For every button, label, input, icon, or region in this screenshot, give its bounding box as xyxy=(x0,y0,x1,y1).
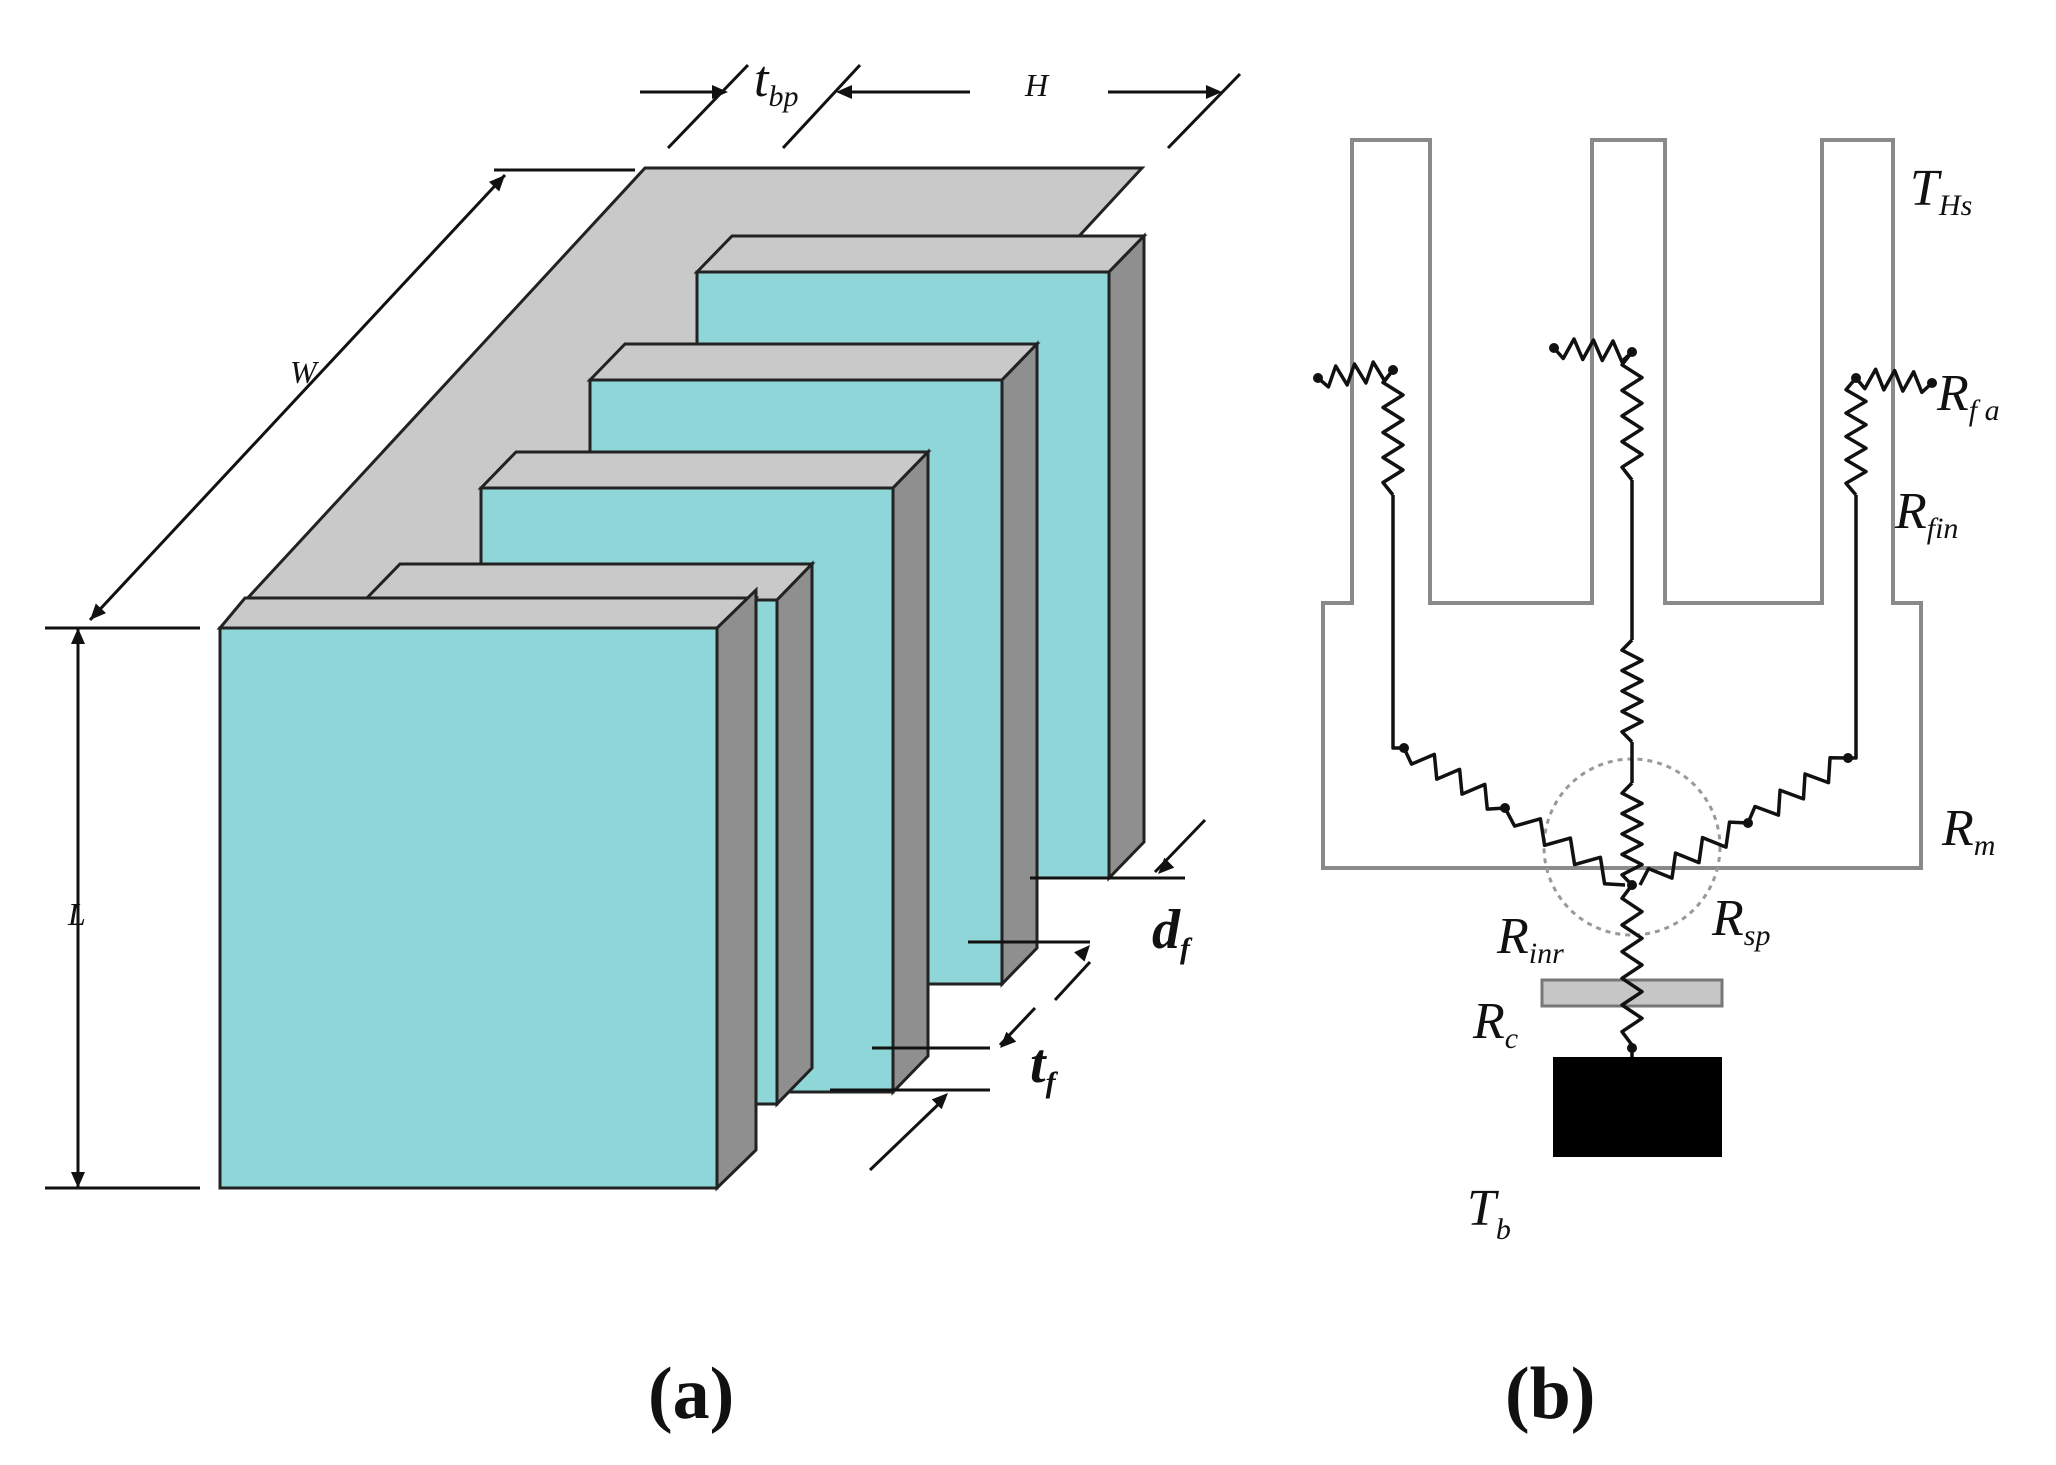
right-fa-node-2 xyxy=(1927,378,1937,388)
left-fa-resistor xyxy=(1316,360,1395,389)
dim-df-lower xyxy=(1053,960,1092,1002)
center-fa-node-1 xyxy=(1549,343,1559,353)
fin-side xyxy=(1000,340,1039,988)
label-d-f: df xyxy=(1152,899,1193,965)
label-t-b: Tb xyxy=(1467,1180,1511,1246)
left-fin-resistor xyxy=(1381,368,1405,497)
label-r-fin: Rfin xyxy=(1894,483,1958,545)
dim-l-arrow-top xyxy=(71,628,85,644)
right-m-resistor xyxy=(1746,755,1849,824)
center-m-resistor xyxy=(1620,638,1644,744)
label-w: W xyxy=(290,354,320,390)
label-r-fa: Rf a xyxy=(1936,365,2000,427)
dim-w-arrow-bottom xyxy=(90,603,107,620)
right-fin-resistor xyxy=(1844,376,1868,497)
dim-tbp-ext-1 xyxy=(666,63,750,150)
left-wire-down xyxy=(1391,495,1404,750)
label-t-bp: tbp xyxy=(754,51,798,113)
dim-w-arrow-top xyxy=(488,175,505,192)
center-sp-resistor xyxy=(1620,781,1644,887)
label-l: L xyxy=(67,896,86,932)
heat-source-block xyxy=(1553,1057,1722,1157)
center-fa-resistor xyxy=(1552,337,1634,364)
dim-tf-arrow-bottom xyxy=(931,1093,948,1110)
left-inr-resistor xyxy=(1503,807,1626,887)
dim-h-ext xyxy=(1166,72,1242,150)
dim-df-arrow-bottom xyxy=(1074,945,1090,962)
dim-tf-arrow-top xyxy=(1000,1031,1017,1048)
fin-top xyxy=(477,450,932,490)
left-m-resistor xyxy=(1402,747,1506,811)
label-r-c: Rc xyxy=(1472,993,1518,1055)
fins-group xyxy=(216,232,1148,1192)
heat-sink-outline xyxy=(1321,138,1923,870)
dim-df-arrow-top xyxy=(1158,857,1175,874)
fin-top xyxy=(693,234,1148,274)
label-t-hs: THs xyxy=(1910,160,1972,222)
dim-tbp-ext-2 xyxy=(781,63,862,150)
center-fin-resistor xyxy=(1620,350,1644,482)
dim-h-arrow-left xyxy=(836,85,852,99)
contact-resistor xyxy=(1620,883,1644,1047)
label-r-inr: Rinr xyxy=(1496,908,1564,970)
dim-l-arrow-bottom xyxy=(71,1172,85,1188)
fin-side xyxy=(1107,232,1146,882)
left-fa-node-1 xyxy=(1313,373,1323,383)
right-wire-down xyxy=(1848,495,1858,760)
label-r-m: Rm xyxy=(1941,800,1995,862)
dim-w-line xyxy=(88,173,507,622)
dim-tf-lower xyxy=(868,1096,947,1172)
caption-b: (b) xyxy=(1505,1353,1595,1435)
fin-side xyxy=(891,448,930,1096)
fin-side xyxy=(775,560,814,1108)
fin-top xyxy=(361,562,816,602)
resistor-wiring xyxy=(1313,337,1937,1057)
label-h: H xyxy=(1024,67,1050,103)
panel-b-network xyxy=(1321,138,1923,1157)
right-fa-resistor xyxy=(1854,367,1934,395)
label-r-sp: Rsp xyxy=(1711,890,1770,952)
fin-top xyxy=(586,342,1041,382)
panel-a-dimensions xyxy=(45,63,1242,1190)
front-top xyxy=(216,596,760,630)
front-side xyxy=(715,586,758,1192)
source-node xyxy=(1627,1043,1637,1053)
caption-a: (a) xyxy=(648,1353,734,1435)
dim-h-arrow-right xyxy=(1206,85,1222,99)
label-t-f: tf xyxy=(1030,1033,1059,1099)
front-face xyxy=(218,626,719,1190)
right-sp-resistor xyxy=(1638,820,1749,886)
front-block xyxy=(216,586,760,1192)
